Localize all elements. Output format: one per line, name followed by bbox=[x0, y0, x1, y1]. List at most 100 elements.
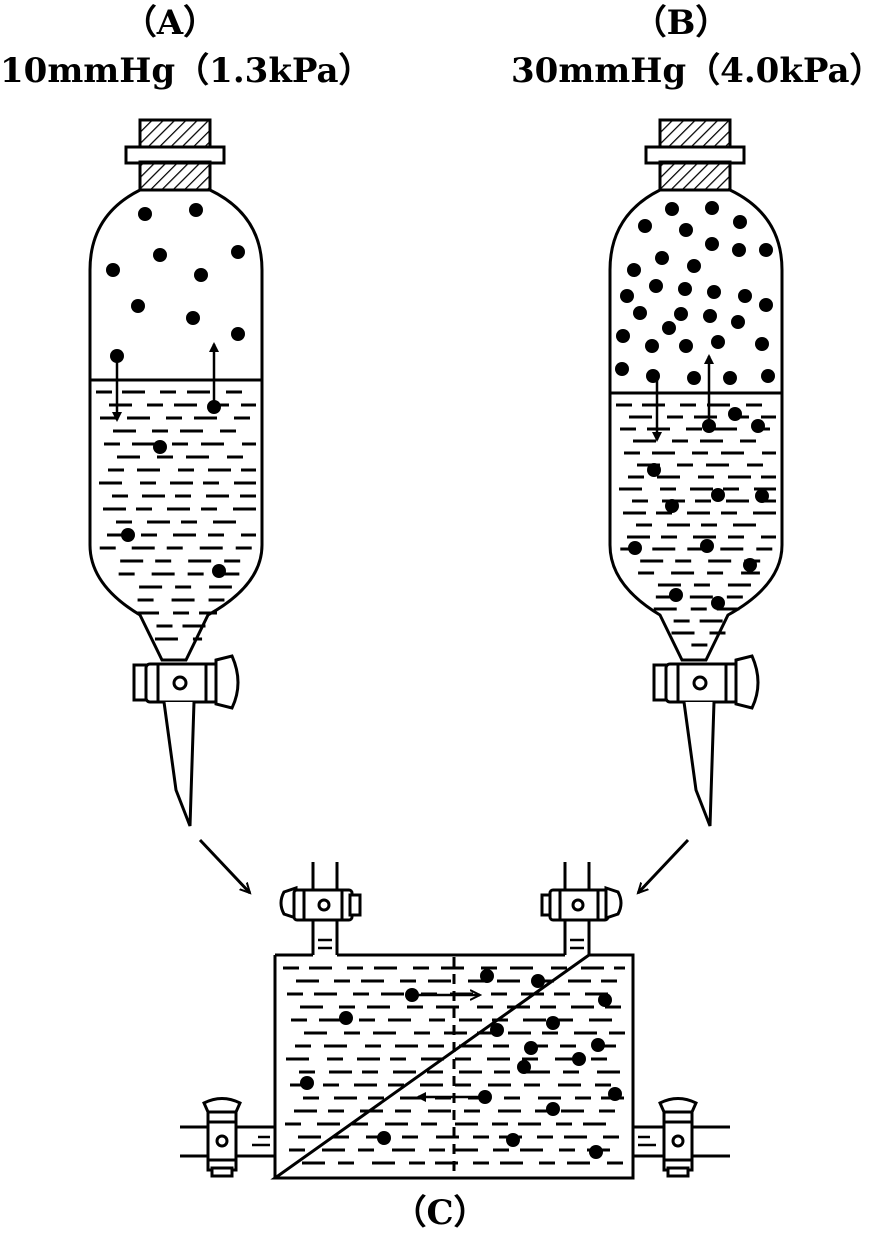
vapor-molecule bbox=[615, 362, 629, 376]
flask-b-label: （B） bbox=[632, 3, 730, 43]
vapor-molecule bbox=[705, 237, 719, 251]
vapor-molecule bbox=[655, 251, 669, 265]
molecule bbox=[591, 1038, 605, 1052]
vapor-molecule bbox=[627, 263, 641, 277]
molecule bbox=[405, 988, 419, 1002]
molecule bbox=[506, 1133, 520, 1147]
chamber-c-body bbox=[270, 953, 635, 1180]
vapor-molecule bbox=[189, 203, 203, 217]
vapor-molecule bbox=[231, 245, 245, 259]
chamber-c-left-outlet bbox=[180, 1097, 275, 1178]
vapor-molecule bbox=[759, 243, 773, 257]
vapor-molecule bbox=[703, 309, 717, 323]
liquid-molecule bbox=[728, 407, 742, 421]
flow-arrow-a-to-c bbox=[198, 838, 250, 893]
liquid-molecule bbox=[755, 489, 769, 503]
vapor-molecule bbox=[194, 268, 208, 282]
vapor-molecule bbox=[687, 371, 701, 385]
liquid-molecule bbox=[647, 463, 661, 477]
liquid-molecule bbox=[212, 564, 226, 578]
flask-a-liquid-molecules bbox=[121, 400, 226, 578]
molecule bbox=[608, 1087, 622, 1101]
flask-a-stopper-plug bbox=[138, 160, 212, 192]
flask-a-stopper-top bbox=[138, 118, 212, 150]
vapor-molecule bbox=[705, 201, 719, 215]
liquid-molecule bbox=[700, 539, 714, 553]
liquid-molecule bbox=[711, 488, 725, 502]
vapor-molecule bbox=[153, 248, 167, 262]
vapor-molecule bbox=[761, 369, 775, 383]
vapor-molecule bbox=[755, 337, 769, 351]
chamber-c-molecules bbox=[300, 969, 622, 1159]
separatory-funnel-b bbox=[608, 118, 784, 827]
flask-a-vapor-molecules bbox=[106, 203, 245, 363]
vapor-molecule bbox=[620, 289, 634, 303]
flask-a-body bbox=[88, 188, 264, 662]
flask-b-vapor-molecules bbox=[615, 201, 775, 385]
flask-a-label: （A） bbox=[122, 3, 218, 43]
separatory-funnel-a bbox=[88, 118, 264, 827]
vapor-molecule bbox=[679, 223, 693, 237]
vapor-molecule bbox=[662, 321, 676, 335]
molecule bbox=[589, 1145, 603, 1159]
flask-b-stem bbox=[682, 701, 716, 827]
molecule bbox=[300, 1076, 314, 1090]
liquid-molecule bbox=[207, 400, 221, 414]
chamber-c-label: （C） bbox=[392, 1193, 488, 1233]
vapor-molecule bbox=[731, 315, 745, 329]
liquid-molecule bbox=[702, 419, 716, 433]
vapor-molecule bbox=[733, 215, 747, 229]
liquid-molecule bbox=[628, 541, 642, 555]
molecule bbox=[546, 1102, 560, 1116]
vapor-molecule bbox=[674, 307, 688, 321]
molecule bbox=[517, 1060, 531, 1074]
liquid-molecule bbox=[153, 440, 167, 454]
vapor-molecule bbox=[707, 285, 721, 299]
vapor-molecule bbox=[616, 329, 630, 343]
flask-a-liquid bbox=[96, 390, 256, 641]
vapor-molecule bbox=[711, 335, 725, 349]
vapor-molecule bbox=[231, 327, 245, 341]
flask-a-stem bbox=[162, 701, 196, 827]
flask-b-body bbox=[608, 188, 784, 662]
molecule bbox=[480, 969, 494, 983]
liquid-molecule bbox=[665, 499, 679, 513]
molecule bbox=[377, 1131, 391, 1145]
vapor-molecule bbox=[106, 263, 120, 277]
liquid-molecule bbox=[711, 596, 725, 610]
vapor-molecule bbox=[633, 306, 647, 320]
flask-b-liquid bbox=[616, 403, 776, 647]
vapor-molecule bbox=[665, 202, 679, 216]
molecule bbox=[598, 993, 612, 1007]
flow-arrow-b-to-c bbox=[638, 838, 690, 893]
chamber-c-right-inlet bbox=[540, 862, 623, 955]
vapor-molecule bbox=[138, 207, 152, 221]
vapor-molecule bbox=[759, 298, 773, 312]
vapor-molecule bbox=[687, 259, 701, 273]
diagram-canvas bbox=[88, 118, 784, 1180]
flask-b-liquid-molecules bbox=[628, 407, 769, 610]
flask-b-stopper-top bbox=[658, 118, 732, 150]
vapor-molecule bbox=[645, 339, 659, 353]
molecule bbox=[524, 1041, 538, 1055]
vapor-molecule bbox=[649, 279, 663, 293]
chamber-c-liquid bbox=[283, 966, 625, 1165]
chamber-c-right-outlet bbox=[633, 1097, 730, 1178]
molecule bbox=[339, 1011, 353, 1025]
vapor-molecule bbox=[186, 311, 200, 325]
molecule bbox=[572, 1052, 586, 1066]
chamber-c-left-inlet bbox=[279, 862, 362, 955]
vapor-molecule bbox=[679, 339, 693, 353]
vapor-molecule bbox=[638, 219, 652, 233]
liquid-molecule bbox=[751, 419, 765, 433]
vapor-molecule bbox=[110, 349, 124, 363]
vapor-molecule bbox=[678, 282, 692, 296]
molecule bbox=[490, 1023, 504, 1037]
flask-a-pressure: 10mmHg（1.3kPa） bbox=[0, 51, 373, 91]
flask-a-stopcock bbox=[132, 654, 240, 710]
liquid-molecule bbox=[743, 558, 757, 572]
flask-b-stopcock bbox=[652, 654, 760, 710]
flask-b-pressure: 30mmHg（4.0kPa） bbox=[511, 51, 884, 91]
vapor-molecule bbox=[723, 371, 737, 385]
flask-b-stopper-plug bbox=[658, 160, 732, 192]
